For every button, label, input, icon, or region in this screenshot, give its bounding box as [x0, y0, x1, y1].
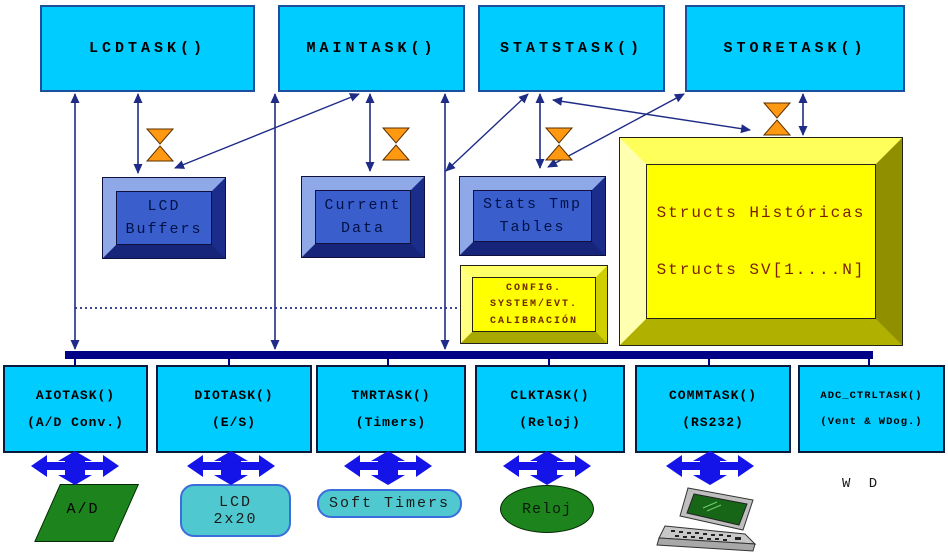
- hourglass-icon: [146, 128, 174, 162]
- hw-label: Reloj: [521, 500, 572, 518]
- task-label: TMRTASK(): [351, 388, 431, 404]
- task-label: AIOTASK(): [35, 388, 116, 404]
- store-current-data: Current Data: [301, 176, 425, 258]
- hw-label: LCD: [218, 493, 252, 511]
- hw-lcd-display: LCD 2x20: [180, 484, 291, 537]
- hourglass-icon: [382, 127, 410, 161]
- task-label: STORETASK(): [723, 40, 867, 57]
- task-sublabel: (E/S): [211, 414, 256, 430]
- store-structs-historicas: Structs Históricas Structs SV[1....N]: [619, 137, 903, 346]
- task-box-tmrtask: TMRTASK() (Timers): [316, 365, 466, 453]
- quad-arrow-icon: [503, 451, 591, 485]
- quad-arrow-icon: [31, 451, 119, 485]
- hourglass-icon: [545, 127, 573, 161]
- task-label: DIOTASK(): [194, 388, 274, 404]
- task-box-aiotask: AIOTASK() (A/D Conv.): [3, 365, 148, 453]
- store-line: CONFIG.: [505, 282, 562, 294]
- task-label: CLKTASK(): [510, 388, 590, 404]
- task-label: LCDTASK(): [88, 40, 206, 57]
- store-stats-tmp-tables: Stats Tmp Tables: [459, 176, 606, 256]
- store-line: Structs Históricas: [656, 203, 866, 222]
- hw-label: 2x20: [213, 510, 258, 528]
- ad-converter-label: A/D: [66, 501, 100, 518]
- task-box-lcdtask: LCDTASK(): [40, 5, 255, 92]
- task-label: ADC_CTRLTASK(): [820, 390, 923, 403]
- quad-arrow-icon: [666, 451, 754, 485]
- quad-arrow-icon: [187, 451, 275, 485]
- store-line: Stats Tmp: [482, 196, 582, 213]
- store-line: CALIBRACIÓN: [489, 315, 578, 327]
- task-box-storetask: STORETASK(): [685, 5, 905, 92]
- laptop-icon: [656, 487, 757, 552]
- store-line: Current: [324, 196, 402, 214]
- store-line: LCD: [147, 197, 181, 215]
- store-line: Data: [340, 220, 385, 238]
- task-box-statstask: STATSTASK(): [478, 5, 665, 92]
- task-sublabel: (Timers): [355, 414, 427, 430]
- store-line: Buffers: [125, 221, 203, 239]
- hw-reloj-clock: Reloj: [500, 485, 594, 533]
- system-bus: [65, 351, 873, 359]
- task-box-maintask: MAINTASK(): [278, 5, 465, 92]
- task-box-adc-ctrltask: ADC_CTRLTASK() (Vent & WDog.): [798, 365, 945, 453]
- hw-label: Soft Timers: [328, 495, 451, 512]
- task-sublabel: (A/D Conv.): [27, 414, 124, 430]
- task-label: MAINTASK(): [306, 40, 437, 57]
- store-line: SYSTEM/EVT.: [489, 299, 578, 310]
- hw-soft-timers: Soft Timers: [317, 489, 462, 518]
- task-box-diotask: DIOTASK() (E/S): [156, 365, 312, 453]
- task-box-clktask: CLKTASK() (Reloj): [475, 365, 625, 453]
- task-sublabel: (Vent & WDog.): [820, 415, 923, 428]
- store-lcd-buffers: LCD Buffers: [102, 177, 226, 259]
- store-line: Tables: [499, 219, 566, 236]
- task-label: COMMTASK(): [668, 388, 757, 404]
- task-label: STATSTASK(): [499, 40, 644, 57]
- quad-arrow-icon: [344, 451, 432, 485]
- store-line: Structs SV[1....N]: [656, 261, 866, 280]
- task-sublabel: (RS232): [682, 414, 744, 430]
- hourglass-icon: [763, 102, 791, 136]
- store-config-system-calibration: CONFIG. SYSTEM/EVT. CALIBRACIÓN: [460, 265, 608, 344]
- task-sublabel: (Reloj): [519, 414, 581, 430]
- task-box-commtask: COMMTASK() (RS232): [635, 365, 791, 453]
- hw-watchdog-label: W D: [842, 476, 883, 492]
